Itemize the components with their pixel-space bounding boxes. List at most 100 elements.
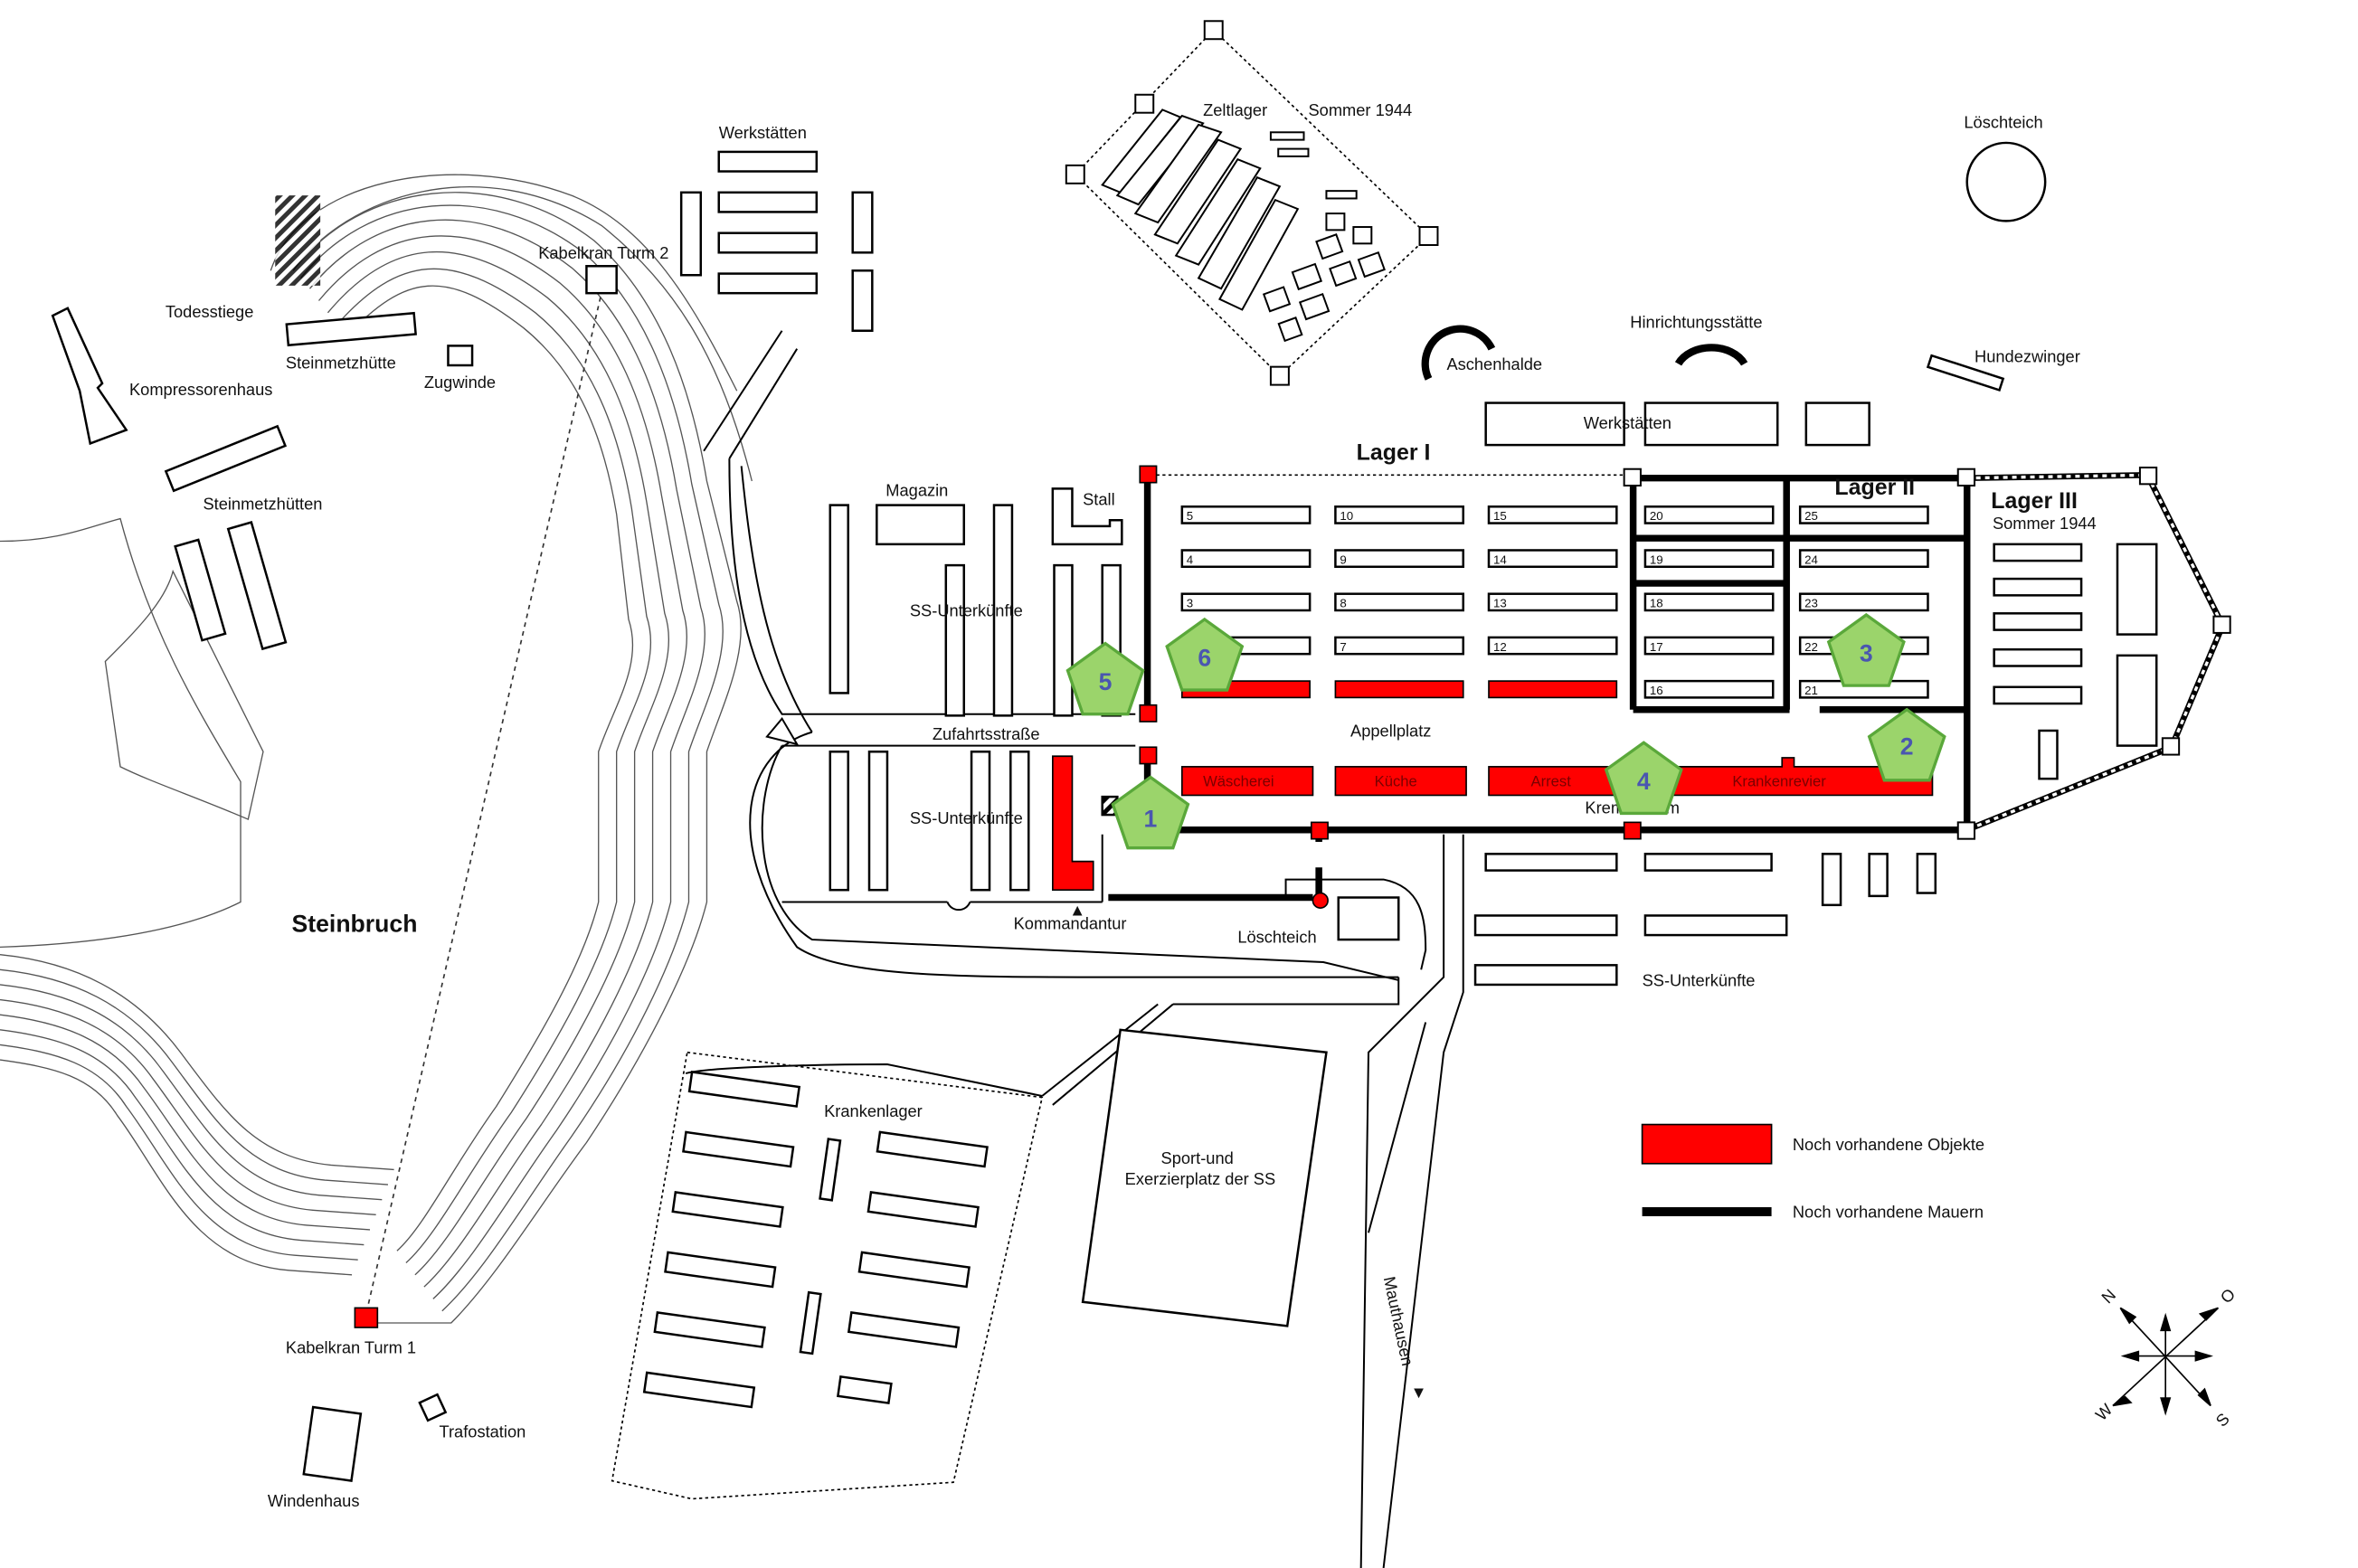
marker-1[interactable]: 1	[1111, 775, 1190, 850]
barrack-number: 18	[1650, 597, 1663, 610]
barrack-number: 14	[1493, 553, 1507, 566]
label-ss-unterkuenfte-1: SS-Unterkünfte	[910, 601, 1023, 620]
werkstaetten-mid	[1484, 401, 1870, 447]
barracks-lager1	[1180, 505, 1618, 656]
loeschteich-s-pond	[1337, 896, 1400, 941]
svg-text:2: 2	[1900, 733, 1914, 760]
legend-swatch-objects	[1641, 1123, 1773, 1165]
label-kabelkran-2: Kabelkran Turm 2	[538, 243, 668, 262]
markers: 1 2 3 4 5 6	[1065, 612, 1946, 850]
barrack-numbers: 5 4 3 10 9 8 7 15 14 13 12 20 19 18 17 1…	[1187, 509, 1818, 697]
label-waescherei: Wäscherei	[1203, 772, 1274, 789]
walls-existing	[1108, 474, 1971, 902]
label-werkstaetten-top: Werkstätten	[719, 123, 807, 142]
svg-text:1: 1	[1144, 805, 1158, 832]
marker-3[interactable]: 3	[1826, 612, 1906, 687]
sportplatz	[1081, 1028, 1328, 1327]
label-kompressorenhaus: Kompressorenhaus	[129, 380, 272, 399]
barrack-number: 5	[1187, 509, 1193, 523]
label-aschenhalde: Aschenhalde	[1446, 354, 1542, 373]
label-kueche: Küche	[1375, 772, 1417, 789]
label-ss-unterkuenfte-3: SS-Unterkünfte	[1643, 971, 1756, 990]
label-krankenlager: Krankenlager	[824, 1101, 923, 1120]
loeschteich-pond-ne	[1965, 141, 2047, 222]
lager3-towers	[1623, 467, 2231, 840]
label-werkstaetten-mid: Werkstätten	[1584, 413, 1671, 432]
barrack-number: 10	[1340, 509, 1353, 523]
barrack-number: 9	[1340, 553, 1346, 566]
barrack-number: 12	[1493, 640, 1507, 654]
barrack-number: 13	[1493, 597, 1507, 610]
barrack-number: 21	[1804, 684, 1818, 697]
barrack-number: 22	[1804, 640, 1818, 654]
mauthausen-arrow: ▼	[1411, 1383, 1427, 1402]
barrack-number: 23	[1804, 597, 1818, 610]
barrack-number: 3	[1187, 597, 1193, 610]
svg-text:3: 3	[1860, 640, 1873, 667]
label-lager-3: Lager III	[1991, 488, 2078, 514]
legend: Noch vorhandene Objekte Noch vorhandene …	[1641, 1123, 1984, 1222]
barrack-number: 15	[1493, 509, 1507, 523]
label-steinmetzhuette: Steinmetzhütte	[286, 353, 396, 372]
compass-rose	[2112, 1307, 2219, 1416]
svg-text:4: 4	[1637, 768, 1651, 795]
svg-text:6: 6	[1198, 644, 1211, 671]
label-lager-1: Lager I	[1357, 440, 1431, 466]
label-todesstiege: Todesstiege	[166, 302, 253, 321]
label-krankenrevier: Krankenrevier	[1732, 772, 1826, 789]
marker-2[interactable]: 2	[1867, 707, 1946, 782]
compass-w: W	[2091, 1399, 2117, 1424]
werkstaetten-top	[679, 150, 874, 332]
barrack-number: 7	[1340, 640, 1346, 654]
label-steinbruch: Steinbruch	[292, 911, 418, 938]
label-zeltlager-when: Sommer 1944	[1308, 100, 1412, 119]
label-kabelkran-1: Kabelkran Turm 1	[286, 1337, 416, 1356]
kommandantur-arrow: ▲	[1069, 900, 1085, 919]
label-windenhaus: Windenhaus	[268, 1491, 360, 1510]
kommandantur-outline	[781, 834, 1103, 903]
label-sport-1: Sport-und	[1161, 1148, 1234, 1167]
quarry	[0, 174, 753, 1324]
kabelkran-turm-1	[354, 1307, 379, 1328]
barrack-number: 16	[1650, 684, 1663, 697]
barrack-number: 20	[1650, 509, 1663, 523]
existing-buildings-row	[1180, 757, 1934, 797]
label-arrest: Arrest	[1531, 772, 1572, 789]
lager3-buildings	[1993, 543, 2158, 780]
label-zeltlager: Zeltlager	[1203, 100, 1267, 119]
label-appellplatz: Appellplatz	[1350, 722, 1431, 741]
red-towers	[1139, 465, 1642, 909]
barrack-number: 8	[1340, 597, 1346, 610]
ss-area-southeast	[1473, 853, 1937, 987]
marker-4[interactable]: 4	[1604, 741, 1683, 816]
roads	[685, 330, 1464, 1568]
zeltlager	[1065, 20, 1439, 386]
legend-swatch-walls	[1642, 1206, 1772, 1216]
lager3-wall-hatch	[1966, 473, 2225, 832]
quarry-buildings	[51, 265, 618, 1482]
label-lager-3-sub: Sommer 1944	[1993, 514, 2097, 533]
kommandantur-red	[1052, 755, 1094, 892]
hundezwinger-building	[1926, 354, 2005, 392]
barrack-number: 4	[1187, 553, 1193, 566]
legend-label-walls: Noch vorhandene Mauern	[1793, 1203, 1984, 1222]
svg-text:5: 5	[1099, 668, 1113, 695]
label-zugwinde: Zugwinde	[424, 373, 496, 392]
label-magazin: Magazin	[885, 481, 948, 500]
cable-line	[365, 279, 606, 1318]
barrack-number: 25	[1804, 509, 1818, 523]
label-trafostation: Trafostation	[439, 1422, 526, 1440]
barrack-number: 19	[1650, 553, 1663, 566]
label-hundezwinger: Hundezwinger	[1974, 347, 2080, 366]
compass-s: S	[2211, 1409, 2232, 1430]
label-hinrichtungsstaette: Hinrichtungsstätte	[1630, 312, 1762, 331]
ss-area-south	[829, 751, 1119, 892]
road-triangle	[765, 716, 800, 746]
label-stall: Stall	[1083, 490, 1115, 509]
marker-6[interactable]: 6	[1165, 617, 1245, 692]
barrack-number: 24	[1804, 553, 1818, 566]
aschenhalde-arc	[1421, 325, 1496, 381]
label-zufahrtsstrasse: Zufahrtsstraße	[933, 724, 1040, 743]
marker-5[interactable]: 5	[1065, 641, 1145, 716]
hinrichtungsstaette-arc	[1674, 344, 1748, 366]
